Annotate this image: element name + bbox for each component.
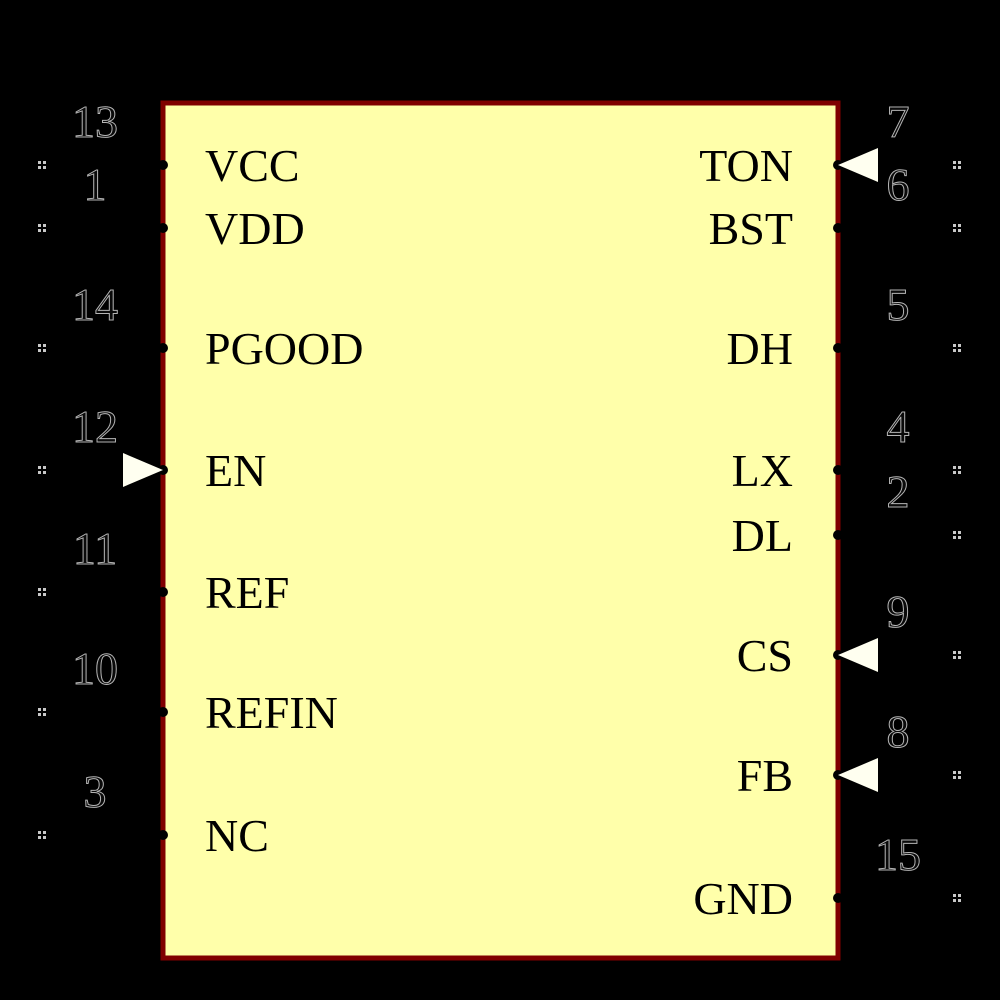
pin-label: GND (693, 873, 793, 924)
pin-endpoint-marker (38, 344, 46, 352)
pin-endpoint-marker (953, 466, 961, 474)
pin-endpoint-marker (953, 894, 961, 902)
pin-connection-dot[interactable] (833, 530, 843, 540)
pin-cs[interactable]: CS 9 (737, 586, 961, 681)
pin-connection-dot[interactable] (158, 343, 168, 353)
pin-label: TON (699, 140, 793, 191)
pin-endpoint-marker (953, 344, 961, 352)
pin-number: 15 (875, 829, 921, 880)
pin-connection-dot[interactable] (158, 830, 168, 840)
pin-endpoint-marker (953, 224, 961, 232)
pin-refin[interactable]: REFIN 10 (38, 643, 338, 738)
pin-label: LX (732, 445, 793, 496)
pin-label: DH (727, 323, 793, 374)
pin-lx[interactable]: LX 4 (732, 401, 961, 496)
pin-label: VCC (205, 140, 300, 191)
pin-vdd[interactable]: VDD 1 (38, 159, 305, 254)
pin-endpoint-marker (38, 708, 46, 716)
pin-fb[interactable]: FB 8 (737, 706, 961, 801)
pin-arrow-icon (838, 638, 878, 672)
pin-number: 10 (72, 643, 118, 694)
pin-endpoint-marker (953, 161, 961, 169)
pin-endpoint-marker (953, 651, 961, 659)
pin-connection-dot[interactable] (158, 160, 168, 170)
pin-endpoint-marker (38, 224, 46, 232)
pin-nc[interactable]: NC 3 (38, 766, 269, 861)
pin-number: 1 (84, 159, 107, 210)
pin-connection-dot[interactable] (158, 223, 168, 233)
pin-number: 14 (72, 279, 118, 330)
pin-number: 5 (887, 279, 910, 330)
pin-dh[interactable]: DH 5 (727, 279, 961, 374)
pin-number: 3 (84, 766, 107, 817)
pin-ref[interactable]: REF 11 (38, 523, 289, 618)
pin-endpoint-marker (38, 161, 46, 169)
pin-label: FB (737, 750, 793, 801)
pin-en[interactable]: EN 12 (38, 401, 266, 496)
pin-label: REF (205, 567, 289, 618)
pin-endpoint-marker (38, 831, 46, 839)
pin-endpoint-marker (953, 531, 961, 539)
pin-connection-dot[interactable] (833, 223, 843, 233)
pin-label: NC (205, 810, 269, 861)
pin-connection-dot[interactable] (158, 707, 168, 717)
pin-vcc[interactable]: VCC 13 (38, 96, 300, 191)
pin-arrow-icon (838, 148, 878, 182)
pin-label: VDD (205, 203, 305, 254)
pin-connection-dot[interactable] (158, 587, 168, 597)
pin-label: PGOOD (205, 323, 363, 374)
pin-ton[interactable]: TON 7 (699, 96, 961, 191)
pin-number: 2 (887, 466, 910, 517)
pin-number: 12 (72, 401, 118, 452)
pin-endpoint-marker (953, 771, 961, 779)
pin-label: REFIN (205, 687, 338, 738)
pin-connection-dot[interactable] (833, 343, 843, 353)
pin-label: EN (205, 445, 266, 496)
pin-gnd[interactable]: GND 15 (693, 829, 961, 924)
pin-label: BST (709, 203, 793, 254)
pin-connection-dot[interactable] (833, 465, 843, 475)
pin-number: 6 (887, 159, 910, 210)
pin-number: 8 (887, 706, 910, 757)
pin-arrow-icon (123, 453, 163, 487)
pin-endpoint-marker (38, 466, 46, 474)
pin-number: 9 (887, 586, 910, 637)
pin-label: CS (737, 630, 793, 681)
pin-label: DL (732, 510, 793, 561)
pin-dl[interactable]: DL 2 (732, 466, 961, 561)
pin-connection-dot[interactable] (833, 893, 843, 903)
pin-pgood[interactable]: PGOOD 14 (38, 279, 363, 374)
component-body-rect[interactable] (160, 100, 841, 961)
pin-number: 13 (72, 96, 118, 147)
pin-number: 7 (887, 96, 910, 147)
pin-number: 4 (887, 401, 910, 452)
pin-bst[interactable]: BST 6 (709, 159, 961, 254)
pin-number: 11 (73, 523, 117, 574)
pin-endpoint-marker (38, 588, 46, 596)
pin-arrow-icon (838, 758, 878, 792)
